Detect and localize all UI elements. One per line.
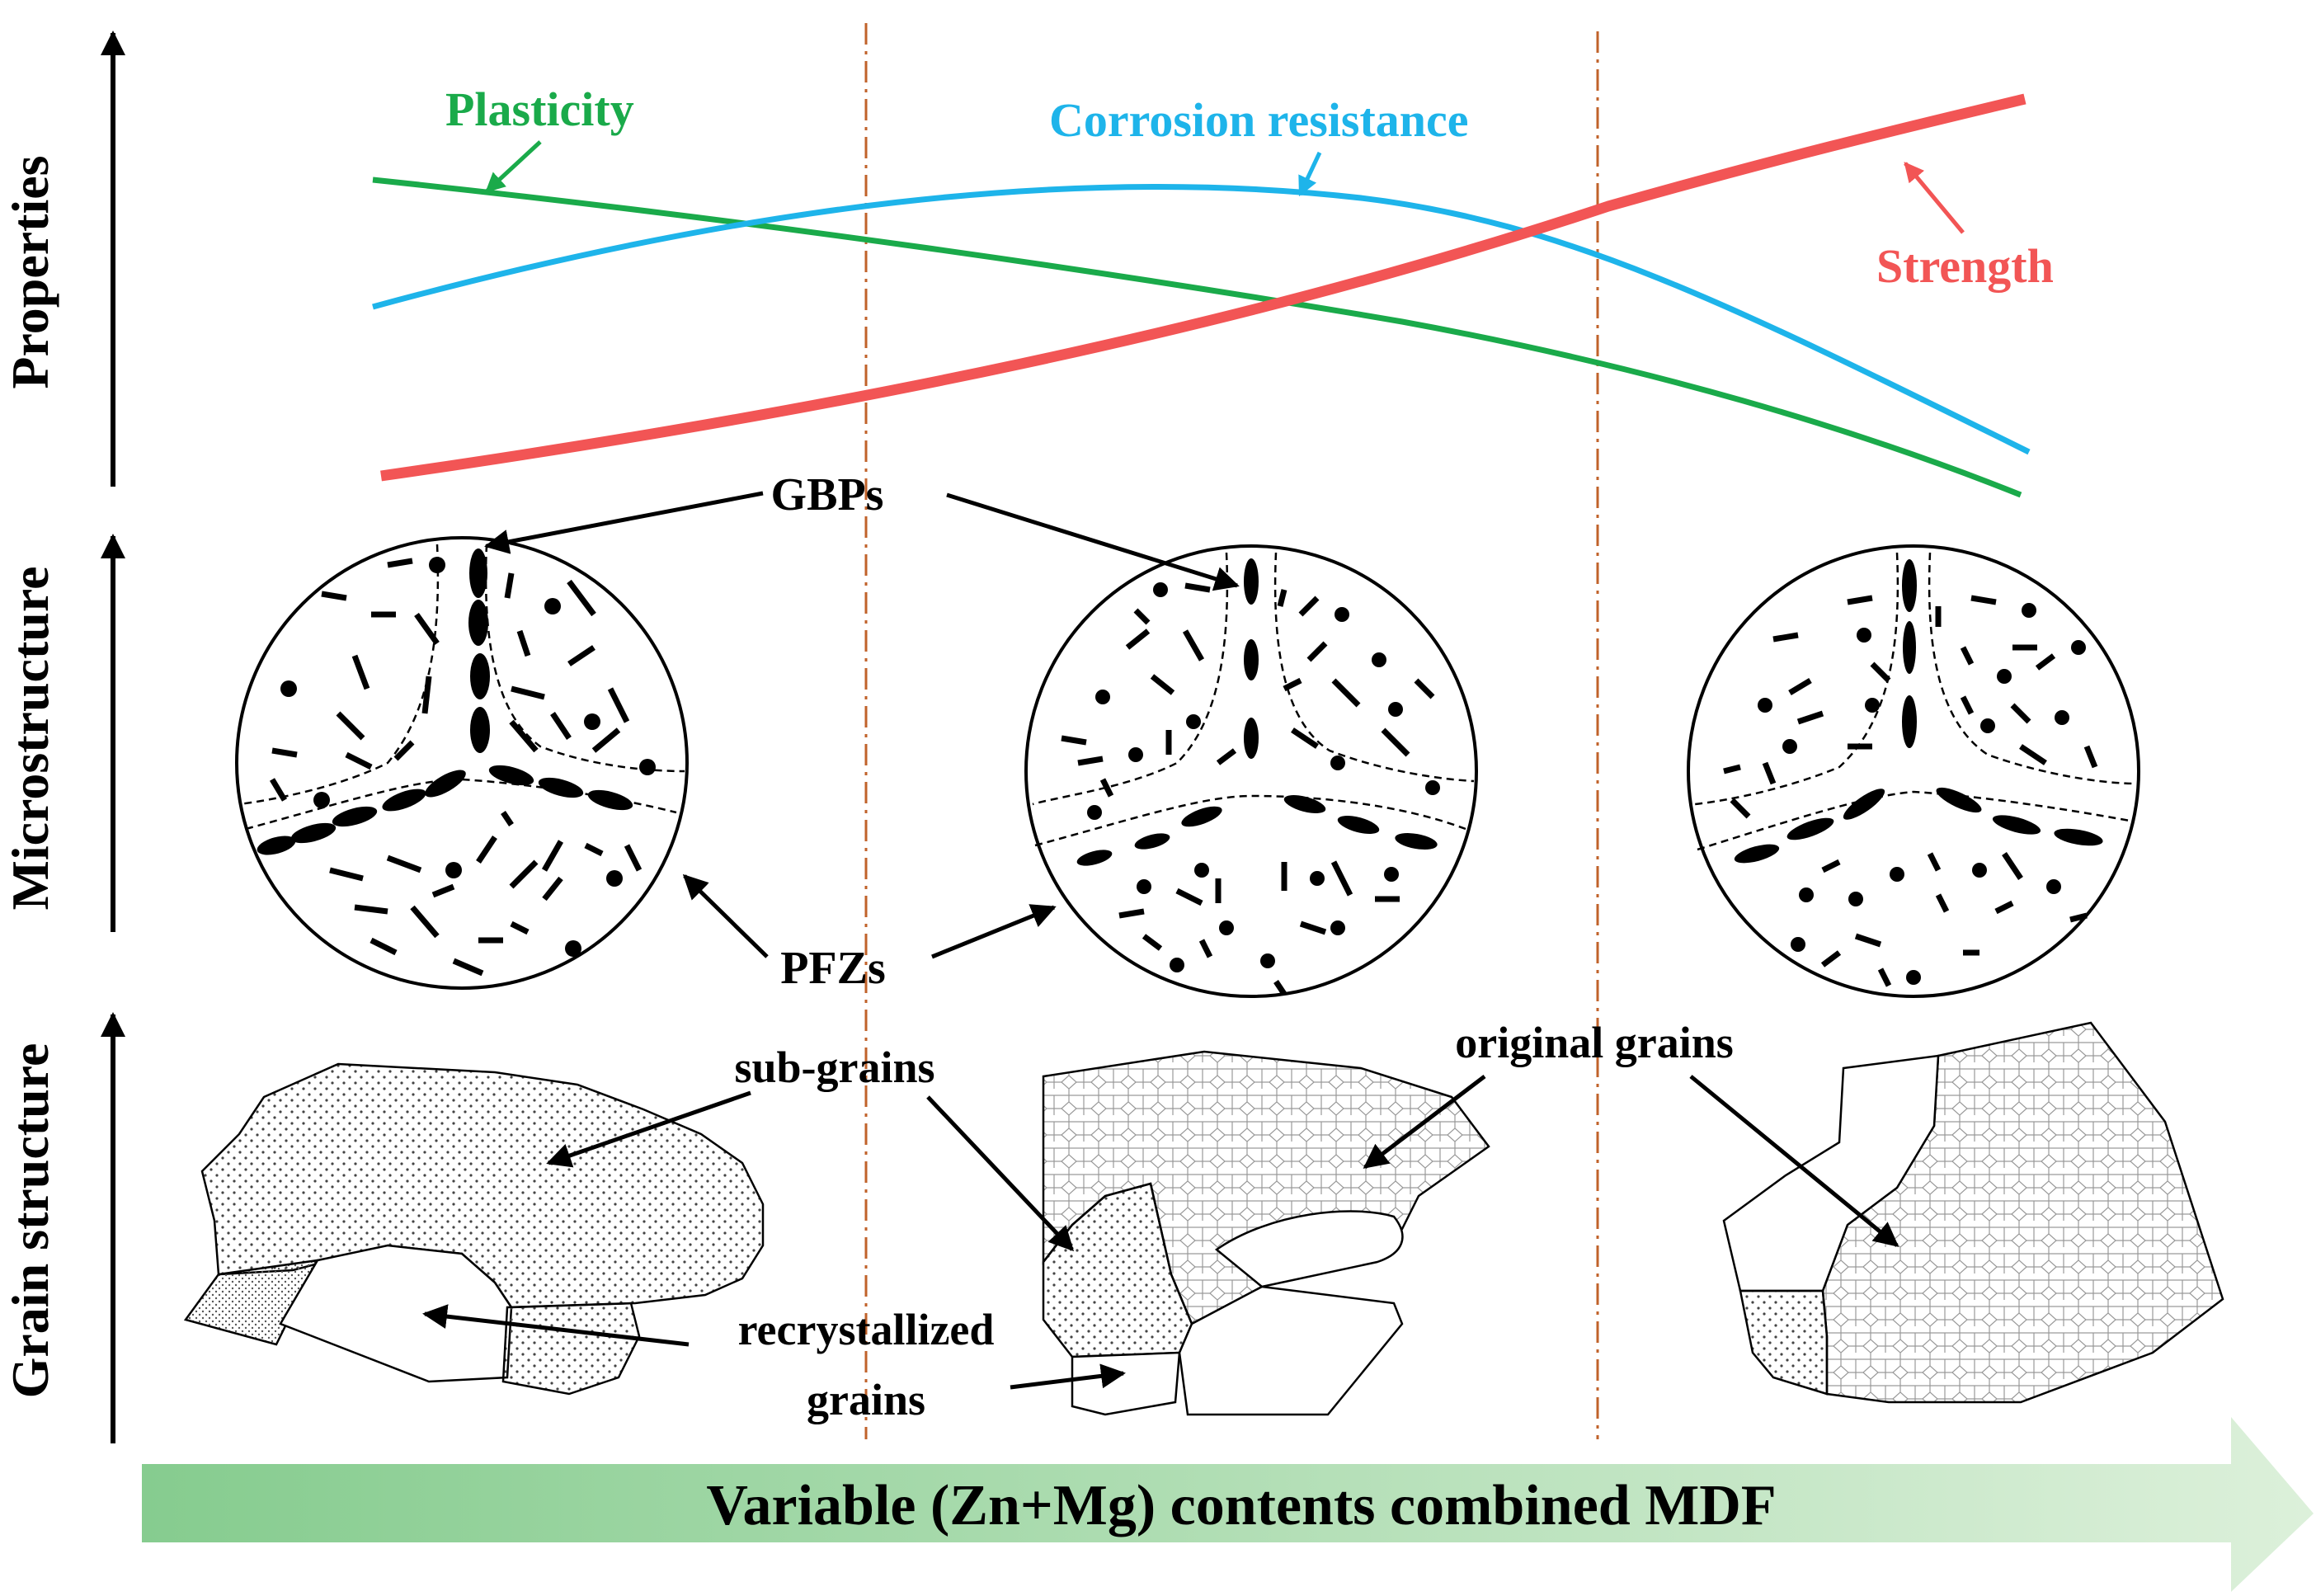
pfzs-arrow-right [931,904,1057,959]
plasticity-curve [372,177,2022,498]
corrosion-curve [372,183,2031,455]
recrystallized-label-2: grains [807,1375,925,1424]
plasticity-label: Plasticity [445,82,634,136]
plasticity-pointer [485,140,542,193]
grain-structure-axis: Grain structure [1,1012,125,1443]
bottom-arrow: Variable (Zn+Mg) contents combined MDF [142,1417,2314,1592]
recrystallized-arrow-left [422,1304,690,1347]
corrosion-label: Corrosion resistance [1049,93,1469,147]
recrystallized-label-1: recrystallized [738,1305,995,1354]
original-grains-label: original grains [1455,1018,1734,1067]
sub-grains-label: sub-grains [734,1043,934,1092]
gbps-arrow-right [946,492,1240,591]
grain-structure-2 [1042,1050,1490,1416]
microstructure-3 [1687,544,2140,998]
grain-structure-1 [183,1062,765,1396]
sub-grains-arrow-left [546,1090,751,1168]
properties-axis: Properties [1,31,125,487]
properties-label: Properties [1,155,59,388]
bottom-arrow-label: Variable (Zn+Mg) contents combined MDF [706,1474,1776,1537]
sub-grains-arrow-right [926,1095,1075,1252]
gbps-arrow-left [484,491,764,554]
microstructure-1 [235,536,689,990]
strength-pointer [1904,162,1965,234]
corrosion-pointer [1297,151,1322,197]
pfzs-label: PFZs [780,943,886,994]
microstructure-axis: Microstructure [1,534,125,932]
original-grains-arrow-right [1689,1075,1899,1247]
strength-label: Strength [1876,239,2054,293]
microstructure-2 [1024,544,1478,998]
gbps-label: GBPs [771,469,884,520]
grain-structure-3 [1722,1021,2224,1404]
microstructure-label: Microstructure [1,566,59,910]
original-grains-arrow-left [1363,1075,1486,1169]
grain-structure-label: Grain structure [1,1043,59,1399]
recrystallized-arrow-right [1010,1363,1126,1390]
pfzs-arrow-left [682,873,769,958]
strength-curve [380,93,2026,482]
